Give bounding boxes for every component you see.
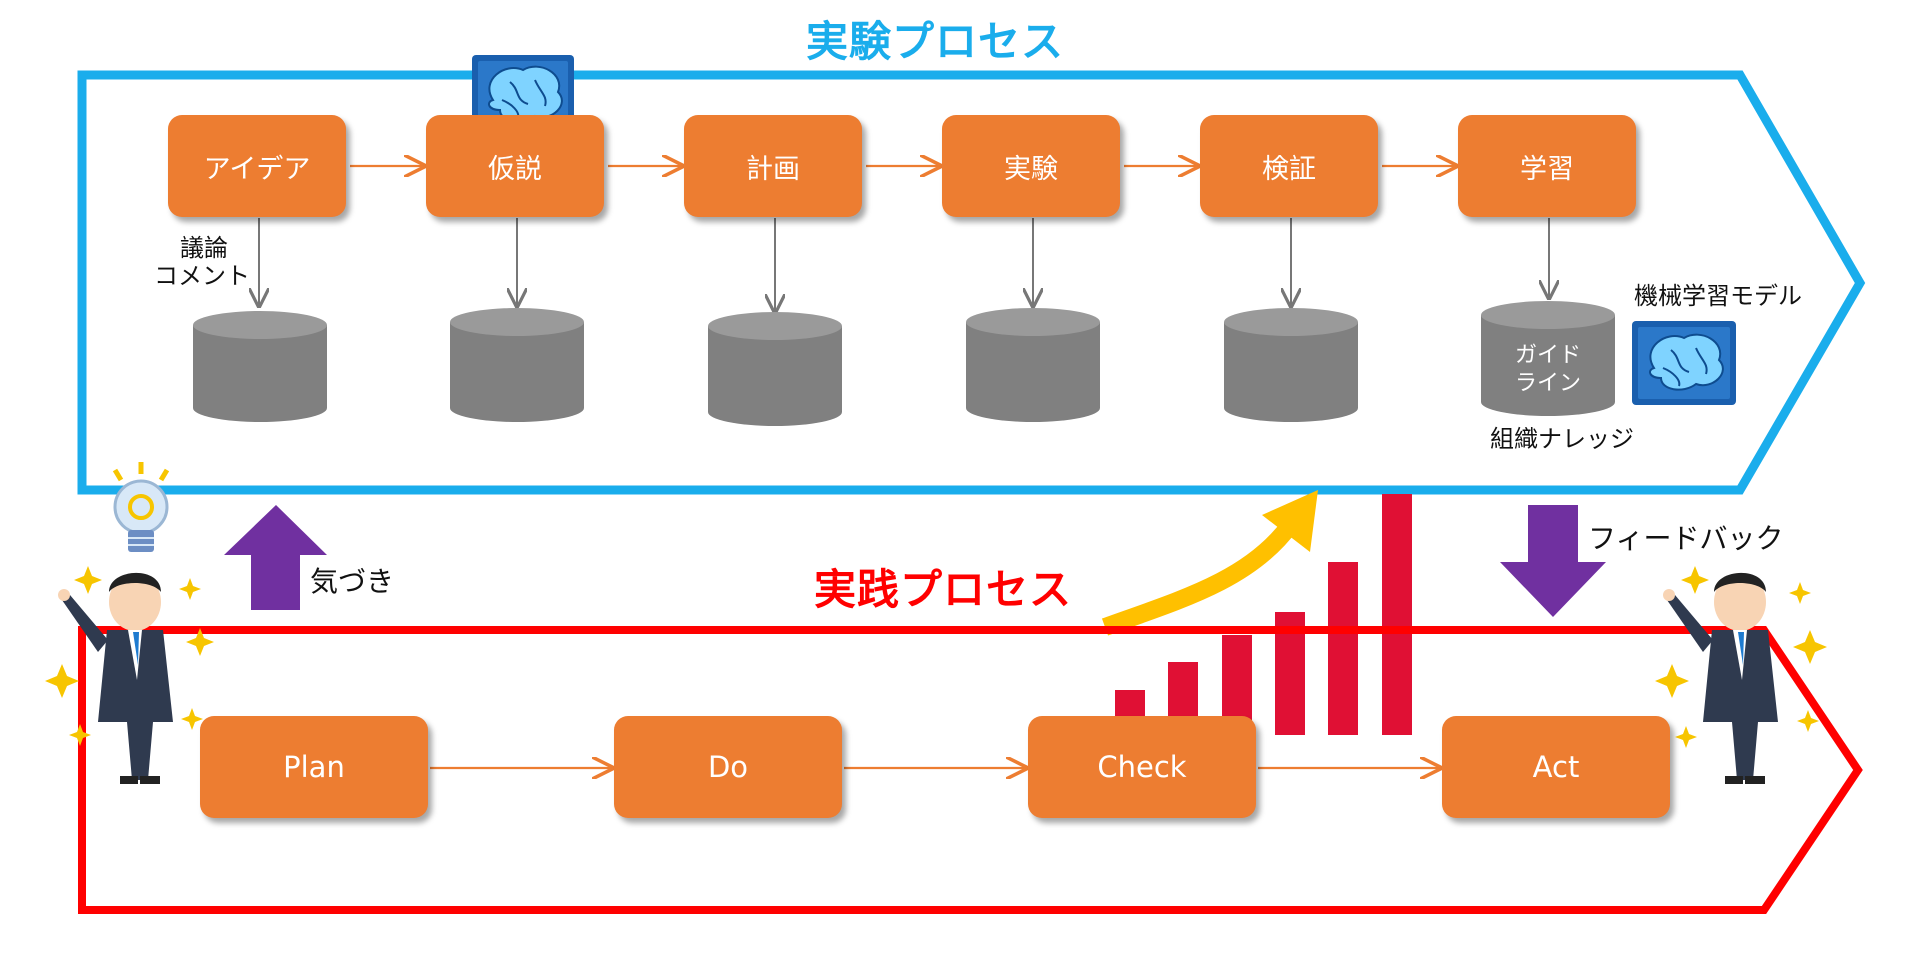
ml-model-label: 機械学習モデル: [1634, 282, 1802, 310]
database-icon: [966, 308, 1100, 422]
feedback-down-arrow: [1500, 505, 1606, 617]
database-icon: [193, 311, 327, 422]
insight-up-arrow: [224, 505, 327, 610]
feedback-label: フィードバック: [1588, 522, 1784, 555]
step-plan[interactable]: 計画: [684, 115, 862, 217]
storage-arrows: [259, 218, 1549, 312]
org-knowledge-label: 組織ナレッジ: [1490, 425, 1634, 453]
guideline-database-icon: [1481, 301, 1615, 416]
discussion-label: 議論: [180, 234, 228, 262]
practice-process-title: 実践プロセス: [814, 565, 1073, 614]
comment-label: コメント: [154, 262, 250, 290]
brain-chip-icon: [1632, 321, 1736, 405]
businessman-pointing-icon: [1663, 572, 1778, 784]
step-experiment[interactable]: 実験: [942, 115, 1120, 217]
database-icon: [1224, 308, 1358, 422]
step-verification[interactable]: 検証: [1200, 115, 1378, 217]
growth-arrow: [1101, 490, 1318, 636]
step-hypothesis[interactable]: 仮説: [426, 115, 604, 217]
growth-bar: [1328, 562, 1358, 735]
light-bulb-icon: [112, 462, 170, 552]
step-plan-pdca[interactable]: Plan: [200, 716, 428, 818]
sparkle-icon: [45, 566, 1827, 748]
growth-bar: [1382, 494, 1412, 735]
insight-label: 気づき: [310, 565, 395, 598]
step-idea[interactable]: アイデア: [168, 115, 346, 217]
step-do[interactable]: Do: [614, 716, 842, 818]
database-icon: [708, 312, 842, 426]
step-learning[interactable]: 学習: [1458, 115, 1636, 217]
experiment-process-title: 実験プロセス: [806, 17, 1065, 66]
experiment-frame: [77, 70, 1866, 495]
step-act[interactable]: Act: [1442, 716, 1670, 818]
guideline-label-line1: ガイド: [1514, 343, 1581, 368]
guideline-label-line2: ライン: [1514, 371, 1581, 396]
businessman-pointing-icon: [58, 572, 173, 784]
step-check[interactable]: Check: [1028, 716, 1256, 818]
database-cylinders: [193, 301, 1615, 426]
practice-frame: [78, 626, 1863, 914]
database-icon: [450, 308, 584, 422]
